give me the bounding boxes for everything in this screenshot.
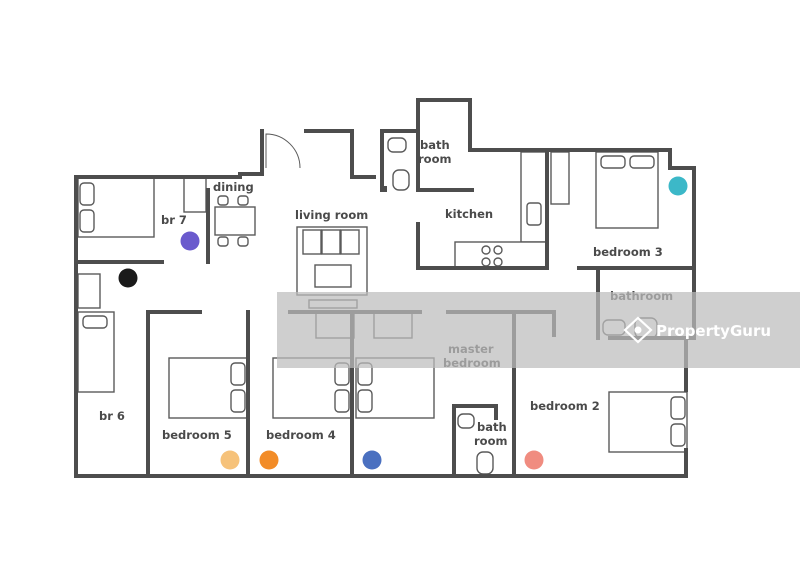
watermark: PropertyGuru — [277, 292, 800, 368]
marker-bedroom4 — [259, 450, 279, 470]
label-kitchen: kitchen — [445, 207, 493, 221]
kitchen-counter — [520, 151, 548, 243]
marker-bedroom3 — [668, 176, 688, 196]
label-bedroom3: bedroom 3 — [593, 245, 663, 259]
propertyguru-logo-icon — [623, 316, 653, 344]
label-bath-lower-1: bath — [477, 420, 507, 434]
watermark-band — [277, 292, 800, 368]
dining-table — [214, 206, 256, 236]
marker-bedroom5 — [220, 450, 240, 470]
marker-br7 — [180, 231, 200, 251]
label-bath-top-2: room — [418, 152, 451, 166]
kitchen-sink — [526, 202, 542, 226]
label-bath-lower-2: room — [474, 434, 507, 448]
label-bedroom5: bedroom 5 — [162, 428, 232, 442]
toilet-top-bath — [392, 169, 410, 191]
entry-door — [265, 133, 301, 169]
marker-master — [362, 450, 382, 470]
wardrobe-bedroom3 — [550, 151, 570, 205]
label-br6: br 6 — [99, 409, 125, 423]
marker-bedroom2 — [524, 450, 544, 470]
marker-br6 — [118, 268, 138, 288]
sink-lower-bath — [457, 413, 475, 429]
toilet-lower-bath — [476, 451, 494, 475]
coffee-table — [314, 264, 352, 288]
label-bedroom2: bedroom 2 — [530, 399, 600, 413]
nightstand-br7 — [183, 176, 207, 213]
watermark-text: PropertyGuru — [656, 322, 771, 340]
label-bedroom4: bedroom 4 — [266, 428, 336, 442]
nightstand-br6 — [77, 273, 101, 309]
label-br7: br 7 — [161, 213, 187, 227]
label-dining: dining — [213, 180, 254, 194]
room-markers — [118, 176, 688, 470]
sink-top-bath — [387, 137, 407, 153]
label-bath-top-1: bath — [420, 138, 450, 152]
label-living-room: living room — [295, 208, 368, 222]
